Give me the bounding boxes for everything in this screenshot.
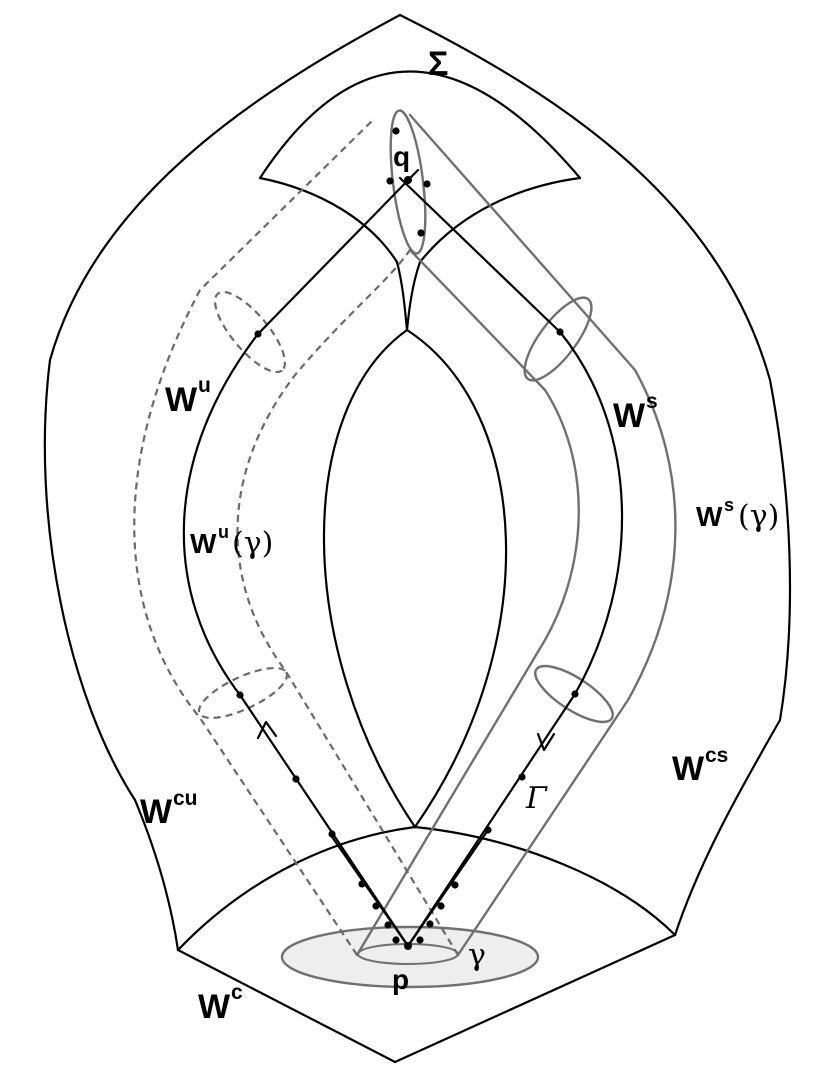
- orbit-point: [392, 936, 400, 944]
- orbit-point: [451, 881, 459, 889]
- label-ws-sup: s: [646, 390, 658, 413]
- orbit-point: [423, 180, 431, 188]
- orbit-point: [571, 690, 579, 698]
- label-wu-gamma: W u (γ): [190, 522, 273, 561]
- label-wc-base: W: [198, 988, 231, 1026]
- label-ws-gamma-base: W: [696, 501, 723, 532]
- orbit-point: [437, 902, 445, 910]
- label-wcu-sup: cu: [173, 787, 198, 810]
- orbit-point: [254, 330, 262, 338]
- sigma-section-top: [258, 70, 582, 180]
- orbit-point: [404, 942, 412, 950]
- label-wcs-sup: cs: [705, 744, 728, 767]
- orbit-point: [236, 691, 244, 699]
- outer-boundary-left: [43, 13, 402, 952]
- label-ws-gamma-arg: (γ): [738, 499, 779, 534]
- orbit-point: [426, 920, 434, 928]
- label-wcu: W cu: [140, 787, 198, 831]
- outer-boundary-right: [398, 13, 792, 937]
- center-manifold-front-right: [393, 933, 677, 1064]
- center-manifold-front-left: [176, 948, 397, 1064]
- sigma-section-right-edge: [405, 176, 582, 332]
- q-label: q: [393, 141, 410, 172]
- stable-tube-right-wall: [408, 113, 677, 957]
- orbit-point: [404, 176, 412, 184]
- label-wu: W u: [165, 374, 211, 419]
- orbit-point: [518, 773, 526, 781]
- label-wu-base: W: [165, 381, 198, 419]
- sigma-intersection-ellipse: [389, 109, 427, 255]
- label-wcs: W cs: [672, 744, 728, 788]
- label-wcu-base: W: [140, 793, 173, 831]
- orbit-point: [384, 921, 392, 929]
- label-ws: W s: [613, 390, 658, 435]
- gamma-label: γ: [468, 938, 486, 973]
- orbit-point: [386, 177, 394, 185]
- label-ws-gamma-sup: s: [724, 495, 734, 515]
- orbit-point: [292, 775, 300, 783]
- p-label: p: [392, 964, 409, 995]
- label-wu-gamma-sup: u: [218, 522, 229, 542]
- orbit-point: [328, 830, 336, 838]
- label-wu-sup: u: [198, 374, 211, 397]
- unstable-tube-right-wall: [236, 249, 459, 956]
- label-wcs-base: W: [672, 750, 705, 788]
- stable-direction-arrow: [536, 732, 556, 752]
- stable-tube-left-wall: [355, 248, 580, 957]
- unstable-tube-left-wall: [133, 117, 376, 956]
- orbit-point: [392, 127, 400, 135]
- orbit-point: [417, 229, 425, 237]
- orbit-inner-right: [406, 828, 490, 948]
- orbit-points: [236, 127, 579, 950]
- orbit-inner-left: [328, 832, 410, 948]
- unstable-tube-upper-ring: [213, 290, 287, 374]
- neighbourhood-disc: [280, 925, 540, 989]
- label-wu-gamma-arg: (γ): [232, 526, 273, 561]
- label-wc-sup: c: [231, 981, 243, 1004]
- unstable-tube-lower-ring: [197, 666, 289, 720]
- orbit-gamma-label: Γ: [525, 781, 548, 816]
- unstable-direction-arrow: [256, 720, 278, 740]
- orbit-point: [416, 936, 424, 944]
- label-wu-gamma-base: W: [190, 528, 217, 559]
- sigma-section-left-edge: [258, 176, 409, 332]
- unstable-manifold-curve: [182, 168, 420, 948]
- label-ws-gamma: W s (γ): [696, 495, 779, 534]
- stable-manifold-curve: [398, 176, 624, 948]
- sigma-label: Σ: [428, 45, 448, 83]
- label-wc: W c: [198, 981, 243, 1026]
- orbit-point: [556, 328, 564, 336]
- lens-left-curve: [322, 328, 417, 829]
- orbit-point: [484, 826, 492, 834]
- lens-right-curve: [405, 328, 508, 829]
- label-ws-base: W: [613, 397, 646, 435]
- orbit-point: [372, 902, 380, 910]
- orbit-point: [358, 880, 366, 888]
